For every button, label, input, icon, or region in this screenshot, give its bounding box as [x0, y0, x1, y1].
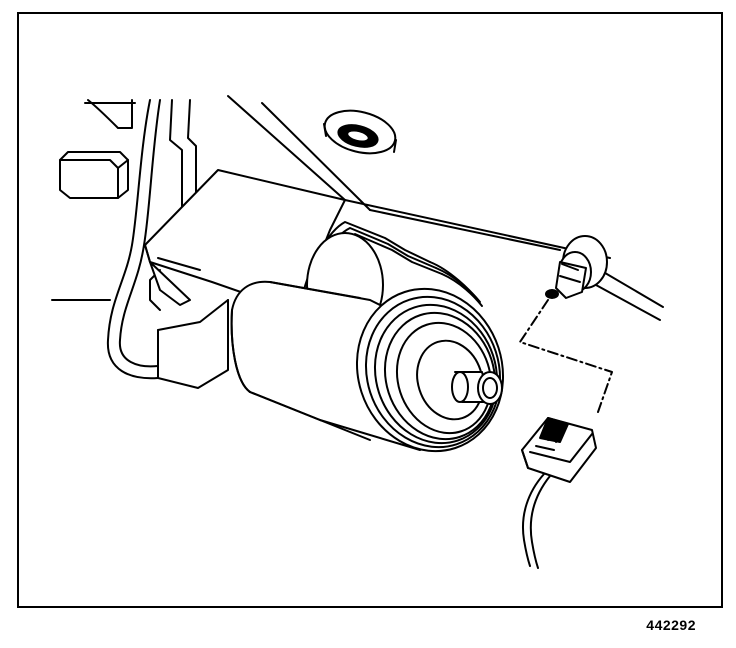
- rail-lines: [85, 96, 663, 320]
- figure-number: 442292: [646, 617, 696, 633]
- connection-callout: [520, 300, 612, 412]
- motor-end-cap: [336, 270, 524, 470]
- motor-shaft: [452, 372, 502, 404]
- fitting: [546, 236, 607, 298]
- electrical-connector: [522, 418, 596, 482]
- wire: [523, 474, 550, 568]
- grommet: [320, 104, 400, 160]
- bracket: [52, 100, 228, 388]
